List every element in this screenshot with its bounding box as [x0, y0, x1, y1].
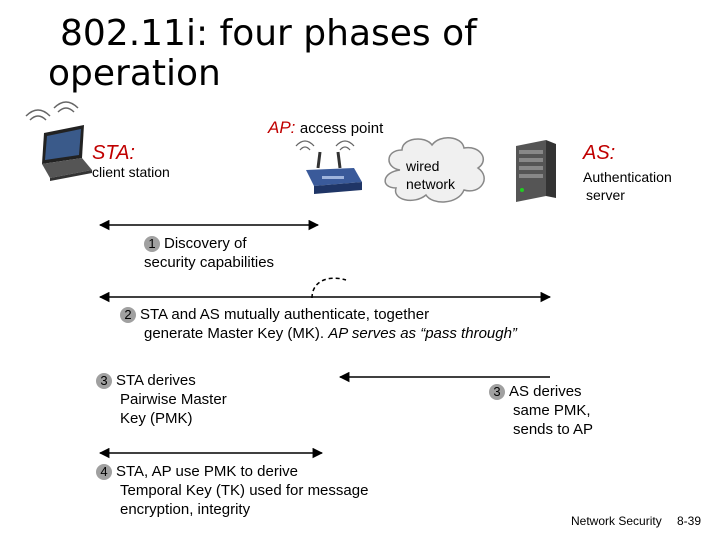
- network-label: wired network: [406, 158, 456, 192]
- title-line-2: operation: [48, 53, 221, 94]
- pass-through-link: [311, 277, 347, 299]
- step-badge: 2: [120, 307, 136, 323]
- laptop-icon: [25, 101, 92, 181]
- router-icon: [295, 140, 362, 194]
- footer-course: Network Security: [571, 514, 662, 528]
- step-badge: 3: [489, 384, 505, 400]
- step-badge: 3: [96, 373, 112, 389]
- ap-label: AP: access point: [268, 118, 384, 137]
- slide-title: 802.11i: four phases of operation: [48, 14, 477, 94]
- cloud-icon: [384, 137, 485, 203]
- sta-desc: client station: [92, 164, 170, 180]
- server-icon: [516, 140, 556, 202]
- footer-page-number: 8-39: [677, 514, 702, 528]
- as-desc: Authentication server: [583, 169, 672, 203]
- step-badge: 4: [96, 464, 112, 480]
- title-line-1: 802.11i: four phases of: [60, 13, 477, 54]
- step-badge: 1: [144, 236, 160, 252]
- as-label: AS:: [583, 142, 616, 164]
- sta-label: STA:: [92, 142, 135, 164]
